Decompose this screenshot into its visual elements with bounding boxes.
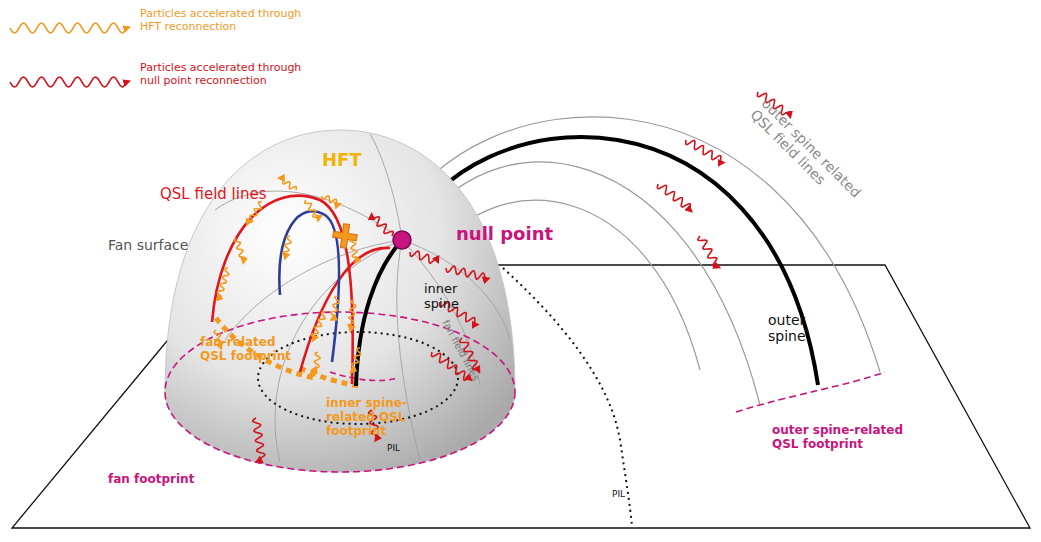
null-particle-arrow (410, 251, 438, 263)
null-point-label: null point (456, 224, 566, 245)
fan-field-lines (215, 134, 510, 462)
inner-qsl-footprint-magenta (330, 372, 398, 380)
null-particle-arrow (446, 266, 488, 279)
hft-particle-arrow (350, 238, 358, 262)
qsl-field-line-red (300, 248, 390, 372)
legend-text: Particles accelerated through null point… (140, 62, 315, 87)
photosphere-plane (12, 265, 1030, 528)
hft-particle-arrow (348, 300, 356, 330)
hft-particle-arrow (248, 202, 262, 224)
fan-footprint (165, 312, 515, 472)
hft-particle-arrow (218, 268, 229, 299)
inner-qsl-footprint-label: inner spine-related QSL footprint (326, 397, 451, 438)
null-particle-arrow (657, 184, 690, 211)
hft-particle-arrow (280, 178, 296, 190)
hft-particle-arrow (331, 296, 339, 319)
outer-qsl-lines-label: outer spine related QSL field lines (747, 95, 886, 234)
null-particle-arrow (698, 236, 718, 267)
hft-particle-arrow (234, 238, 245, 262)
particle-arrows (10, 23, 790, 462)
hft-particle-arrow (312, 312, 325, 340)
hft-particle-arrow (322, 196, 339, 205)
null-particle-arrow (686, 140, 723, 163)
null-point (393, 231, 411, 249)
hft-particle-arrow (352, 348, 361, 372)
inner-spine (356, 240, 402, 386)
outer-spine-label: outer spine (768, 312, 824, 344)
hft-particle-arrow (10, 23, 128, 33)
null-particle-arrow (10, 77, 128, 87)
fan-surface (165, 130, 515, 472)
fan-footprint-label: fan footprint (108, 473, 228, 487)
hft-label: HFT (322, 150, 382, 171)
qsl-field-line-blue (279, 211, 339, 362)
pil-label: PIL (612, 489, 642, 499)
fan-surface-label: Fan surface (108, 237, 218, 253)
fan-qsl-footprint-label: fan-related QSL footprint (200, 336, 298, 364)
pil-label: PIL (387, 443, 417, 453)
hft-particle-arrow (314, 352, 320, 372)
outer-pil (503, 268, 632, 526)
inner-spine-label: inner spine (424, 282, 472, 312)
qsl-label: QSL field lines (160, 186, 310, 203)
null-particle-arrow (372, 215, 394, 236)
hft-particle-arrow (283, 236, 291, 257)
legend-text: Particles accelerated through HFT reconn… (140, 8, 315, 33)
hft-particle-arrow (305, 200, 319, 219)
null-particle-arrow (253, 418, 265, 462)
outer-qsl-footprint (736, 372, 885, 412)
outer-qsl-footprint-label: outer spine-related QSL footprint (772, 424, 922, 452)
